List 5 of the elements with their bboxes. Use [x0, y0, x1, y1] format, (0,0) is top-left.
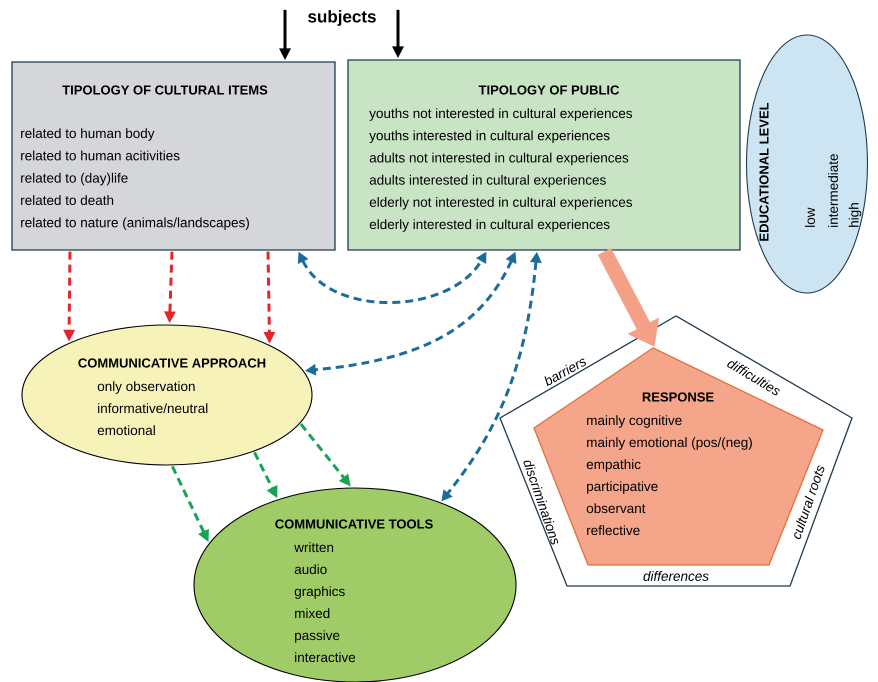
- node-label: cultural roots: [794, 465, 824, 540]
- heading-text: subjects: [308, 10, 376, 26]
- process-box: TIPOLOGY OF PUBLIC youths not interested in cultural experiences youths interested in cultural experiences adults not interested in cultural experiences adults interested in cultural experiences elderly not interested in cultural experiences elderly interested in cultural experiences: [347, 59, 741, 251]
- process-box: TIPOLOGY OF CULTURAL ITEMS related to human body related to human acitivities related to (day)life related to death related to nature (animals/landscapes): [11, 61, 336, 251]
- node-label: differences: [643, 571, 709, 581]
